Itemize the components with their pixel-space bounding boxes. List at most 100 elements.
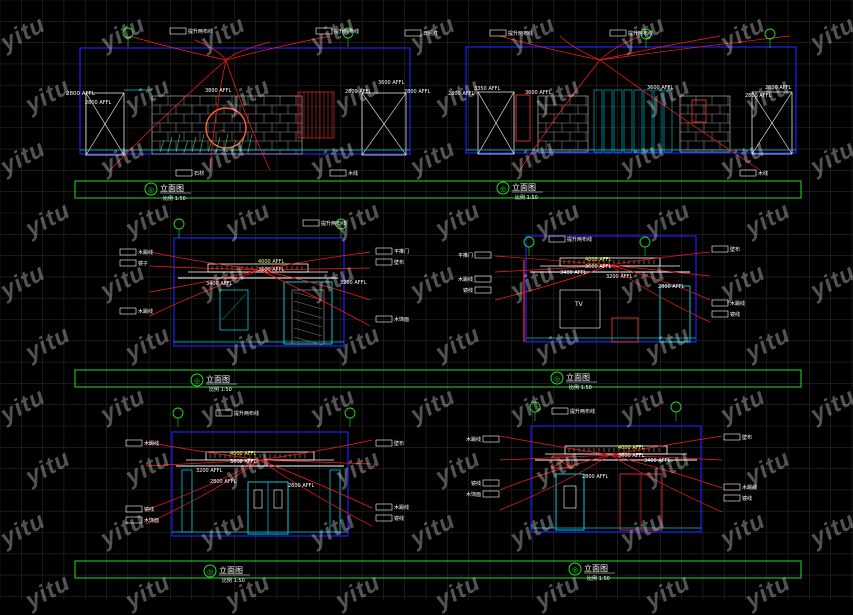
level-marker: 2800 AFFL bbox=[448, 91, 474, 97]
annotation-box bbox=[375, 315, 393, 323]
level-marker: 3600 AFFL bbox=[230, 459, 256, 465]
plant-stroke bbox=[223, 133, 229, 153]
annotation-box bbox=[482, 479, 500, 487]
level-marker: 2800 AFFL bbox=[210, 479, 236, 485]
leader-line bbox=[145, 459, 261, 467]
section-marker-circle bbox=[496, 181, 510, 195]
annotation-box bbox=[723, 483, 741, 491]
cross-diagonal bbox=[85, 92, 125, 156]
annotation-box bbox=[119, 307, 137, 315]
leader-line bbox=[559, 35, 601, 61]
leader-line bbox=[225, 59, 271, 171]
annotation-box bbox=[711, 299, 729, 307]
leader-line bbox=[259, 459, 373, 465]
ceiling-step bbox=[559, 257, 661, 267]
level-marker: 2800 AFFL bbox=[582, 474, 608, 480]
annotation-text: 提升两布线 bbox=[334, 28, 359, 35]
leader-line bbox=[149, 269, 261, 293]
annotation-text: 壁布 bbox=[742, 434, 752, 441]
slat-panel bbox=[603, 89, 613, 153]
brick-wall bbox=[151, 95, 303, 155]
door-panel bbox=[515, 94, 531, 142]
annotation-text: 壁布 bbox=[394, 440, 404, 447]
leader-line bbox=[259, 269, 371, 327]
leader-line bbox=[259, 269, 371, 301]
annotation-box bbox=[119, 259, 137, 267]
leader-line bbox=[259, 459, 373, 527]
view-title: 立面图 bbox=[206, 374, 230, 384]
annotation-box bbox=[169, 27, 187, 35]
grid-axis-bubble bbox=[172, 407, 184, 419]
view-scale: 比例 1:50 bbox=[222, 577, 245, 584]
annotation-text: 木踢线 bbox=[138, 308, 153, 315]
mirror-hatch bbox=[221, 293, 247, 321]
plant-stroke bbox=[191, 136, 197, 153]
annotation-text: 木踢线 bbox=[138, 249, 153, 256]
brick-wall bbox=[679, 95, 731, 153]
leader-line bbox=[259, 251, 371, 271]
annotation-box bbox=[119, 248, 137, 256]
leader-line bbox=[494, 264, 611, 273]
annotation-text: 镜线 bbox=[394, 515, 404, 522]
leader-line bbox=[494, 264, 611, 301]
annotation-box bbox=[375, 258, 393, 266]
moon-gate bbox=[205, 107, 247, 149]
leader-line bbox=[194, 39, 227, 61]
leader-line bbox=[225, 41, 271, 61]
niche bbox=[691, 99, 707, 123]
plant-stroke bbox=[247, 133, 253, 153]
door-hatch bbox=[293, 300, 323, 310]
level-marker: 2800 AFFL bbox=[288, 483, 314, 489]
level-marker: 2800 AFFL bbox=[765, 85, 791, 91]
slat-panel bbox=[653, 89, 663, 153]
level-marker: 3200 AFFL bbox=[196, 468, 222, 474]
annotation-box bbox=[375, 439, 393, 447]
plant-stroke bbox=[199, 133, 205, 153]
annotation-text: 镜线 bbox=[730, 311, 740, 318]
annotation-text: 提升两布线 bbox=[188, 28, 213, 35]
elevation-frame-D bbox=[525, 235, 697, 343]
annotation-box bbox=[711, 310, 729, 318]
level-marker: 3200 AFFL bbox=[340, 280, 366, 286]
level-marker: 3600 AFFL bbox=[585, 264, 611, 270]
leader-line bbox=[609, 454, 723, 513]
door-glass bbox=[253, 489, 263, 509]
annotation-box bbox=[375, 503, 393, 511]
door-glass bbox=[563, 485, 577, 509]
section-marker-symbol: ◎ bbox=[554, 375, 560, 383]
leader-line bbox=[259, 267, 371, 271]
cross-diagonal bbox=[751, 91, 793, 155]
moon-gate-text: ... bbox=[220, 127, 225, 133]
level-marker: 2800 AFFL bbox=[404, 89, 430, 95]
cross-diagonal bbox=[477, 91, 515, 155]
door-frame bbox=[283, 281, 333, 345]
leader-line bbox=[609, 251, 711, 266]
title-bar bbox=[74, 369, 802, 388]
plant-stroke bbox=[167, 136, 173, 153]
annotation-box bbox=[175, 169, 193, 177]
door-leaf bbox=[291, 289, 325, 345]
leader-line bbox=[499, 454, 611, 461]
plant-stroke bbox=[175, 133, 181, 153]
leader-line bbox=[259, 439, 373, 461]
view-scale: 比例 1:50 bbox=[587, 575, 610, 582]
annotation-text: 木踢线 bbox=[144, 440, 159, 447]
level-marker: 3400 AFFL bbox=[560, 270, 586, 276]
annotation-box bbox=[404, 29, 422, 37]
tv-panel bbox=[559, 289, 601, 329]
annotation-text: 木踢线 bbox=[458, 276, 473, 283]
annotation-text: 提升两布线 bbox=[321, 220, 346, 227]
level-marker: 3400 AFFL bbox=[644, 458, 670, 464]
level-marker: 3800 AFFL bbox=[205, 88, 231, 94]
leader-line bbox=[129, 35, 227, 61]
leader-line bbox=[609, 454, 723, 461]
level-marker: 3600 AFFL bbox=[378, 80, 404, 86]
level-marker: 3200 AFFL bbox=[606, 274, 632, 280]
annotation-box bbox=[302, 219, 320, 227]
level-marker: 4000 AFFL bbox=[618, 445, 644, 451]
background-grid bbox=[0, 0, 853, 600]
plant-stroke bbox=[207, 139, 213, 153]
plant-stroke bbox=[183, 139, 189, 153]
side-pilaster bbox=[329, 469, 341, 533]
